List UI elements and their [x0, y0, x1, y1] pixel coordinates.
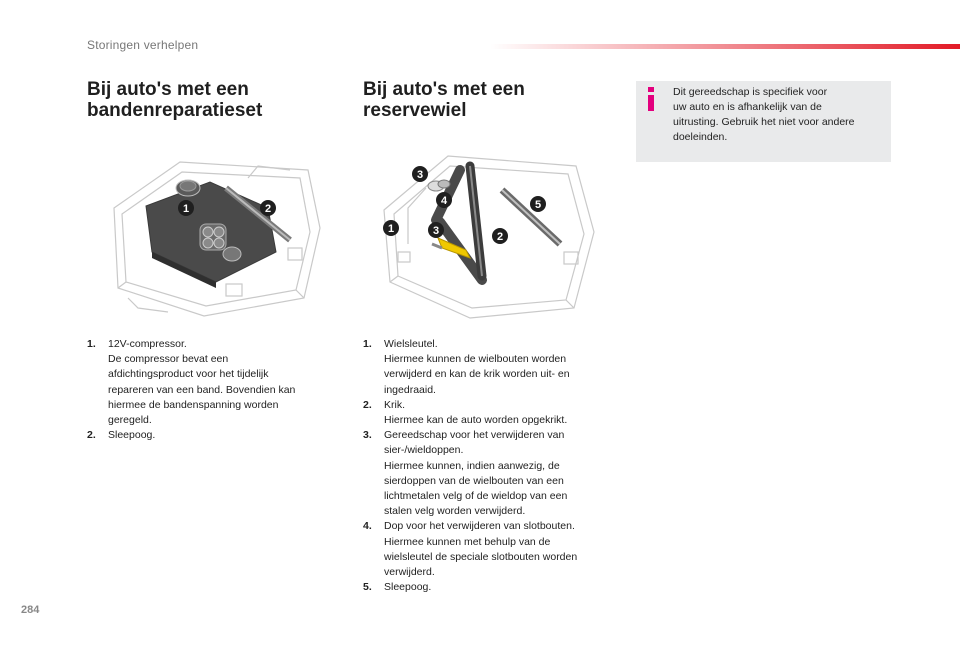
item-text: De compressor bevat een [108, 353, 229, 366]
info-line: Dit gereedschap is specifiek voor [673, 86, 828, 98]
header-accent-bar [490, 44, 960, 49]
item-text: stalen velg worden verwijderd. [384, 505, 526, 518]
item-text: Hiermee kunnen de wielbouten worden [384, 353, 567, 366]
item-number: 5. [363, 581, 372, 594]
svg-text:1: 1 [388, 223, 394, 235]
spare-wheel-tools-illustration: 3 4 1 3 2 5 [383, 155, 595, 319]
item-text: wielsleutel de speciale slotbouten worde… [384, 550, 578, 563]
callout-3-bottom: 3 [428, 222, 444, 238]
info-line: uw auto en is afhankelijk van de [673, 101, 822, 113]
list-item: 1. Wielsleutel. Hiermee kunnen de wielbo… [363, 337, 623, 398]
repair-kit-illustration: 1 2 [113, 161, 321, 317]
item-text: verwijderd en kan de krik worden uit- en [384, 368, 570, 381]
svg-text:3: 3 [433, 225, 439, 237]
svg-text:1: 1 [183, 203, 189, 215]
item-text: 12V-compressor. [108, 338, 187, 350]
item-text: lichtmetalen velg of de wieldop van een [384, 490, 568, 503]
item-text: sierdoppen van de wielbouten van een [384, 474, 564, 487]
middle-section-title: Bij auto's met een reservewiel [363, 79, 525, 121]
item-text: Wielsleutel. [384, 338, 438, 350]
section-header: Storingen verhelpen [87, 38, 199, 52]
callout-5: 5 [530, 196, 546, 212]
left-title-line-1: Bij auto's met een [87, 79, 249, 100]
left-section-title: Bij auto's met een bandenreparatieset [87, 79, 262, 121]
info-icon [647, 87, 655, 111]
item-number: 4. [363, 520, 372, 533]
callout-1: 1 [178, 200, 194, 216]
callout-1: 1 [383, 220, 399, 236]
item-text: ingedraaid. [384, 383, 436, 396]
list-item: 2. Sleepoog. [87, 428, 337, 443]
item-text: Krik. [384, 398, 405, 411]
svg-text:4: 4 [441, 195, 448, 207]
item-text: Gereedschap voor het verwijderen van [384, 429, 565, 442]
list-item: 4. Dop voor het verwijderen van slotbout… [363, 519, 623, 580]
list-item: 3. Gereedschap voor het verwijderen van … [363, 428, 623, 519]
page-number: 284 [21, 604, 40, 616]
item-text: Sleepoog. [108, 429, 156, 442]
item-text: sier-/wieldoppen. [384, 444, 464, 457]
callout-2: 2 [492, 228, 508, 244]
item-text: verwijderd. [384, 566, 435, 579]
item-number: 2. [87, 429, 96, 442]
item-number: 1. [363, 338, 372, 350]
list-item: 2. Krik. Hiermee kan de auto worden opge… [363, 398, 623, 428]
info-line: uitrusting. Gebruik het niet voor andere [673, 116, 855, 128]
svg-text:2: 2 [265, 203, 271, 215]
left-item-list: 1. 12V-compressor. De compressor bevat e… [87, 337, 337, 443]
item-text: Hiermee kan de auto worden opgekrikt. [384, 414, 568, 427]
item-text: repareren van een band. Bovendien kan [108, 383, 296, 396]
item-text: geregeld. [108, 414, 152, 427]
svg-text:3: 3 [417, 169, 423, 181]
info-line: doeleinden. [673, 131, 728, 143]
item-number: 3. [363, 429, 372, 442]
left-title-line-2: bandenreparatieset [87, 100, 263, 121]
callout-3-top: 3 [412, 166, 428, 182]
list-item: 1. 12V-compressor. De compressor bevat e… [87, 337, 337, 428]
info-text: Dit gereedschap is specifiek voor uw aut… [673, 85, 885, 145]
svg-text:2: 2 [497, 231, 503, 243]
svg-text:5: 5 [535, 199, 541, 211]
item-text: Dop voor het verwijderen van slotbouten. [384, 520, 575, 533]
callout-4: 4 [436, 192, 452, 208]
middle-item-list: 1. Wielsleutel. Hiermee kunnen de wielbo… [363, 337, 623, 595]
item-number: 1. [87, 338, 96, 350]
item-number: 2. [363, 398, 372, 411]
item-text: Hiermee kunnen, indien aanwezig, de [384, 459, 560, 472]
item-text: Sleepoog. [384, 581, 432, 594]
item-text: afdichtingsproduct voor het tijdelijk [108, 368, 269, 381]
callout-2: 2 [260, 200, 276, 216]
item-text: Hiermee kunnen met behulp van de [384, 535, 551, 548]
info-box: Dit gereedschap is specifiek voor uw aut… [636, 81, 891, 162]
middle-title-line-2: reservewiel [363, 100, 467, 121]
item-text: hiermee de bandenspanning worden [108, 398, 279, 411]
middle-title-line-1: Bij auto's met een [363, 79, 525, 100]
list-item: 5. Sleepoog. [363, 580, 623, 595]
